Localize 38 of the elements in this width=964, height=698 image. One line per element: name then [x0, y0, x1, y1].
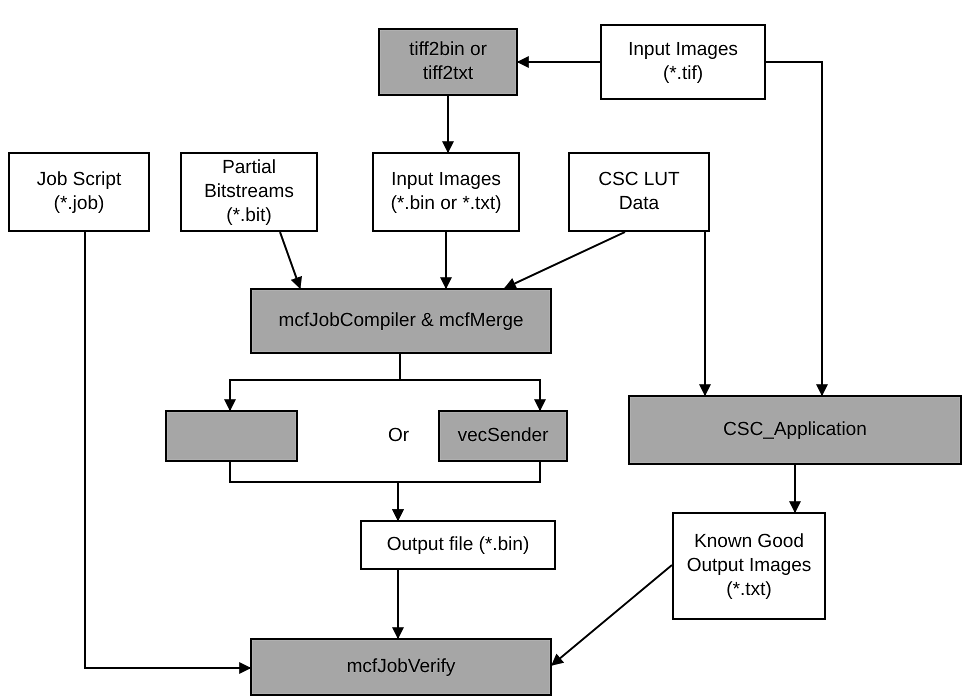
- box-label: Known Good Output Images (*.txt): [686, 530, 812, 602]
- arrow: [440, 232, 452, 290]
- box-label: Output file (*.bin): [386, 533, 530, 557]
- process-box: [378, 28, 518, 96]
- file-box: [372, 152, 520, 232]
- process-box: [250, 288, 552, 354]
- process-box: [165, 410, 298, 462]
- file-box: [568, 152, 710, 232]
- arrow: [766, 61, 828, 396]
- arrow: [279, 232, 302, 290]
- box-label: mcfJobCompiler & mcfMerge: [278, 309, 524, 333]
- arrow: [551, 564, 673, 666]
- box-label: tiff2bin or tiff2txt: [408, 38, 488, 86]
- or-label: Or: [388, 425, 410, 447]
- box-label: mcfJobVerify: [346, 655, 456, 679]
- file-box: [672, 512, 826, 620]
- file-box: [360, 520, 556, 570]
- arrow: [392, 462, 541, 522]
- process-box: [438, 410, 568, 462]
- file-box: [600, 24, 766, 100]
- arrow: [504, 231, 626, 289]
- arrow: [392, 570, 404, 640]
- arrow: [699, 232, 711, 396]
- box-label: Input Images (*.tif): [627, 38, 739, 86]
- box-label: Partial Bitstreams (*.bit): [203, 156, 295, 228]
- arrow: [442, 96, 454, 154]
- box-label: CSC_Application: [723, 418, 867, 442]
- box-label: Job Script (*.job): [36, 168, 122, 216]
- arrow: [789, 465, 801, 514]
- box-label: vecSender: [458, 424, 548, 448]
- box-label: CSC LUT Data: [597, 168, 681, 216]
- file-box: [180, 152, 318, 232]
- box-label: Input Images (*.bin or *.txt): [390, 168, 502, 216]
- process-box: [628, 395, 962, 465]
- arrow: [516, 56, 600, 68]
- process-box: [250, 638, 552, 696]
- arrow: [84, 232, 252, 674]
- file-box: [8, 152, 150, 232]
